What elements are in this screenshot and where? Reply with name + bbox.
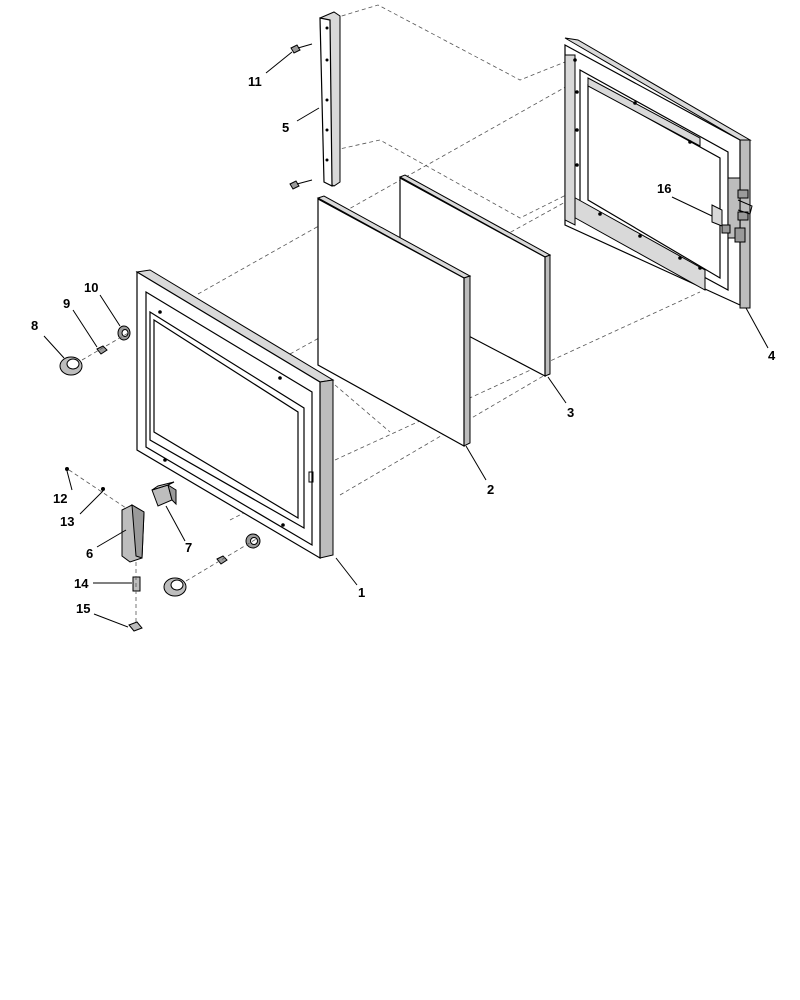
leader-lines <box>43 51 769 628</box>
callout-7: 7 <box>185 540 192 555</box>
foot <box>128 621 143 632</box>
callout-6: 6 <box>86 546 93 561</box>
callout-10: 10 <box>84 280 98 295</box>
callout-13: 13 <box>60 514 74 529</box>
callout-16: 16 <box>657 181 671 196</box>
callout-14: 14 <box>74 576 89 591</box>
panel-middle <box>316 195 472 448</box>
pin-13 <box>101 487 105 491</box>
callout-labels: 1 2 3 4 5 6 7 8 9 10 11 12 13 14 15 16 <box>31 74 776 616</box>
washer-bottom <box>245 533 261 549</box>
panel-back <box>398 174 552 377</box>
callout-11: 11 <box>248 74 262 89</box>
nut-bottom <box>216 555 228 565</box>
callout-1: 1 <box>358 585 365 600</box>
pin-12 <box>65 467 69 471</box>
spring <box>132 576 141 592</box>
screw-top <box>290 43 313 54</box>
handle <box>121 504 145 563</box>
frame-holes <box>573 58 702 270</box>
callout-9: 9 <box>63 296 70 311</box>
callout-2: 2 <box>487 482 494 497</box>
callout-15: 15 <box>76 601 90 616</box>
callout-8: 8 <box>31 318 38 333</box>
screw-bottom <box>289 179 313 190</box>
callout-4: 4 <box>768 348 776 363</box>
callout-3: 3 <box>567 405 574 420</box>
knob-bottom <box>163 577 187 597</box>
nut-top <box>96 345 108 355</box>
handle-block <box>151 481 177 507</box>
latch-hardware <box>721 177 753 243</box>
bracket-strip <box>319 11 341 187</box>
frame-assembly <box>564 37 753 309</box>
callout-5: 5 <box>282 120 289 135</box>
door-front <box>135 269 335 560</box>
callout-12: 12 <box>53 491 67 506</box>
part-16-clip <box>711 204 723 227</box>
washer-top <box>117 325 131 341</box>
knob-top <box>59 356 83 376</box>
